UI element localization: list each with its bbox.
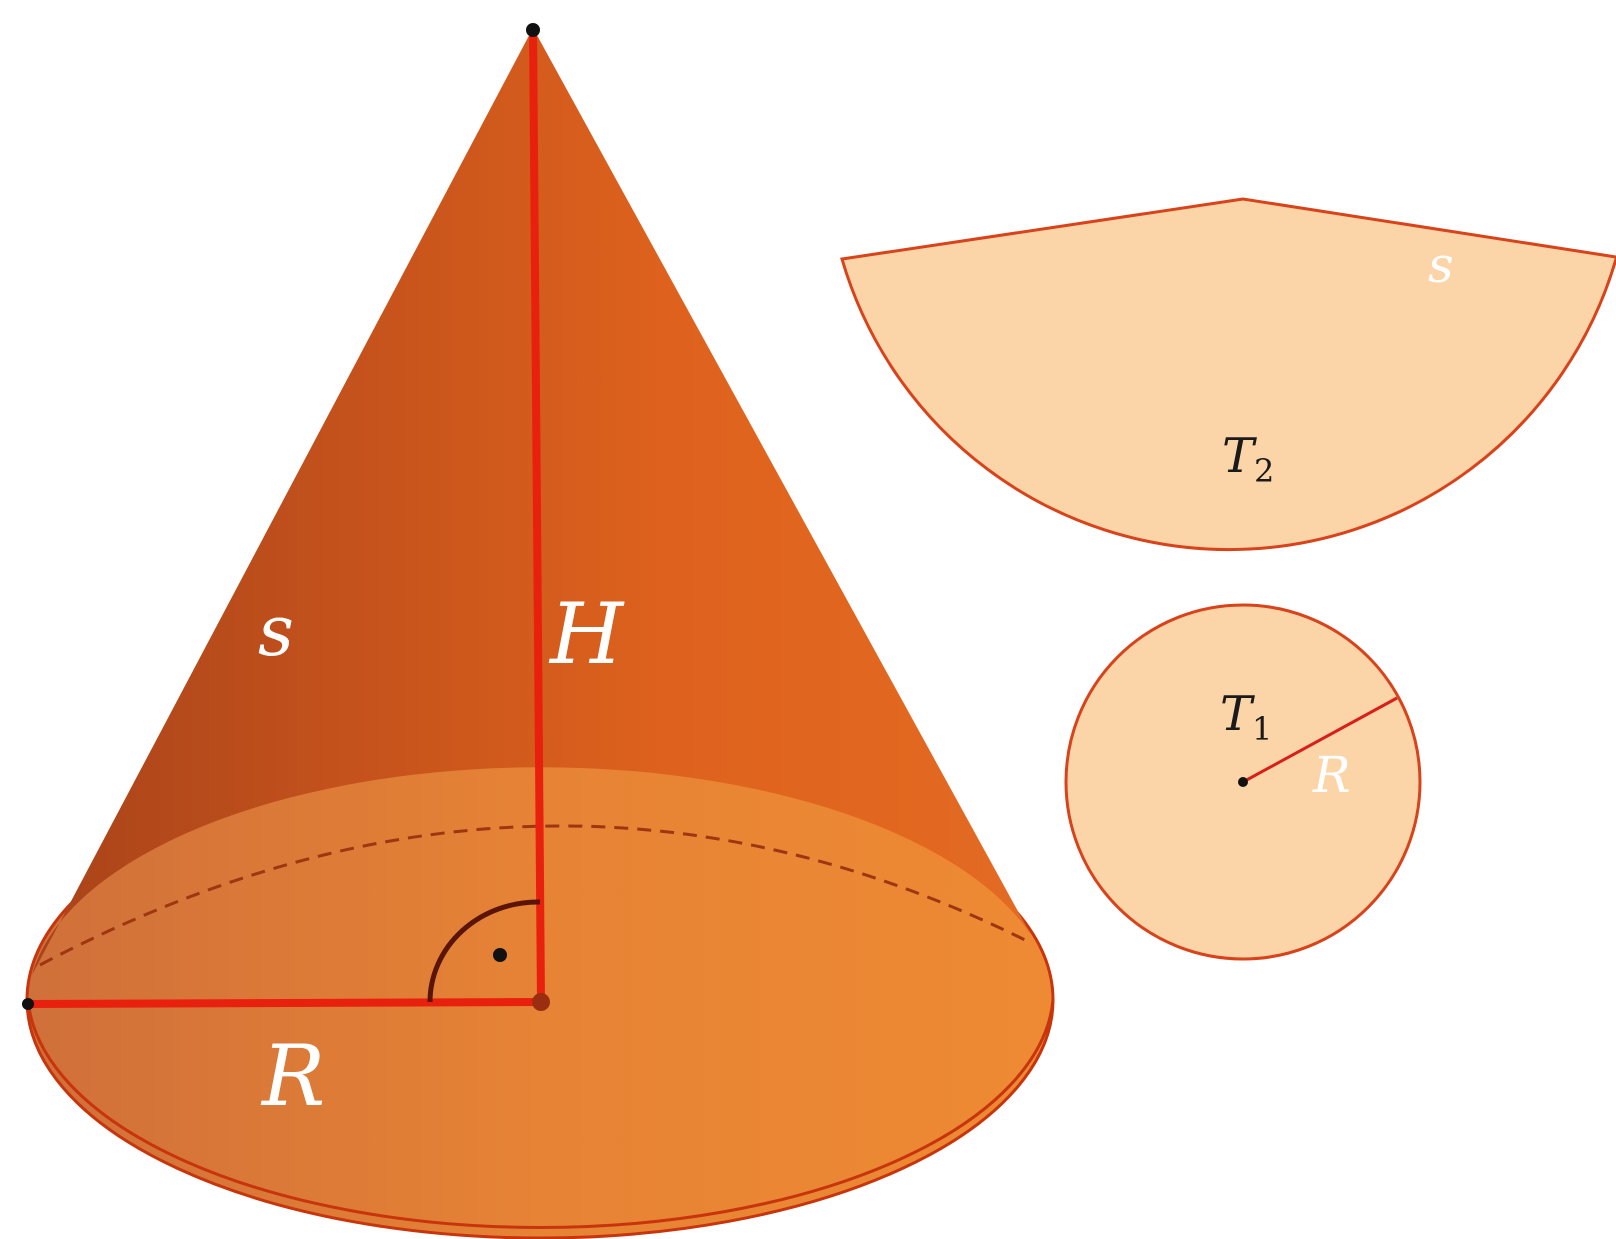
right-angle-dot [493,948,507,962]
net-sector-label-sub: 2 [1254,452,1274,490]
net-base-label-sub: 1 [1252,710,1272,748]
cone-3d: s H R [22,23,1055,1239]
net-base-label: T1 [1220,686,1272,748]
cone-base-front-rim [26,999,1055,1229]
base-edge-point [22,998,34,1010]
height-segment [529,26,545,1006]
net-sector-slant-label: s [1428,236,1454,294]
radius-label: R [260,1027,325,1125]
net-radius-line [1242,696,1398,784]
height-label: H [548,585,625,683]
cone-net: T2 s T1 R [840,197,1616,961]
net-sector-label: T2 [1222,428,1274,490]
net-sector [840,197,1616,551]
radius-segment [24,998,545,1008]
cone-lateral-surface [32,28,1031,975]
right-angle-arc [427,899,541,1003]
apex-point [526,23,540,37]
net-base-label-letter: T [1220,686,1255,742]
net-radius-label: R [1312,746,1351,804]
net-sector-label-letter: T [1222,428,1257,484]
slant-height-label: s [258,590,294,672]
net-base-center [1238,777,1248,787]
base-center-point [532,993,550,1011]
